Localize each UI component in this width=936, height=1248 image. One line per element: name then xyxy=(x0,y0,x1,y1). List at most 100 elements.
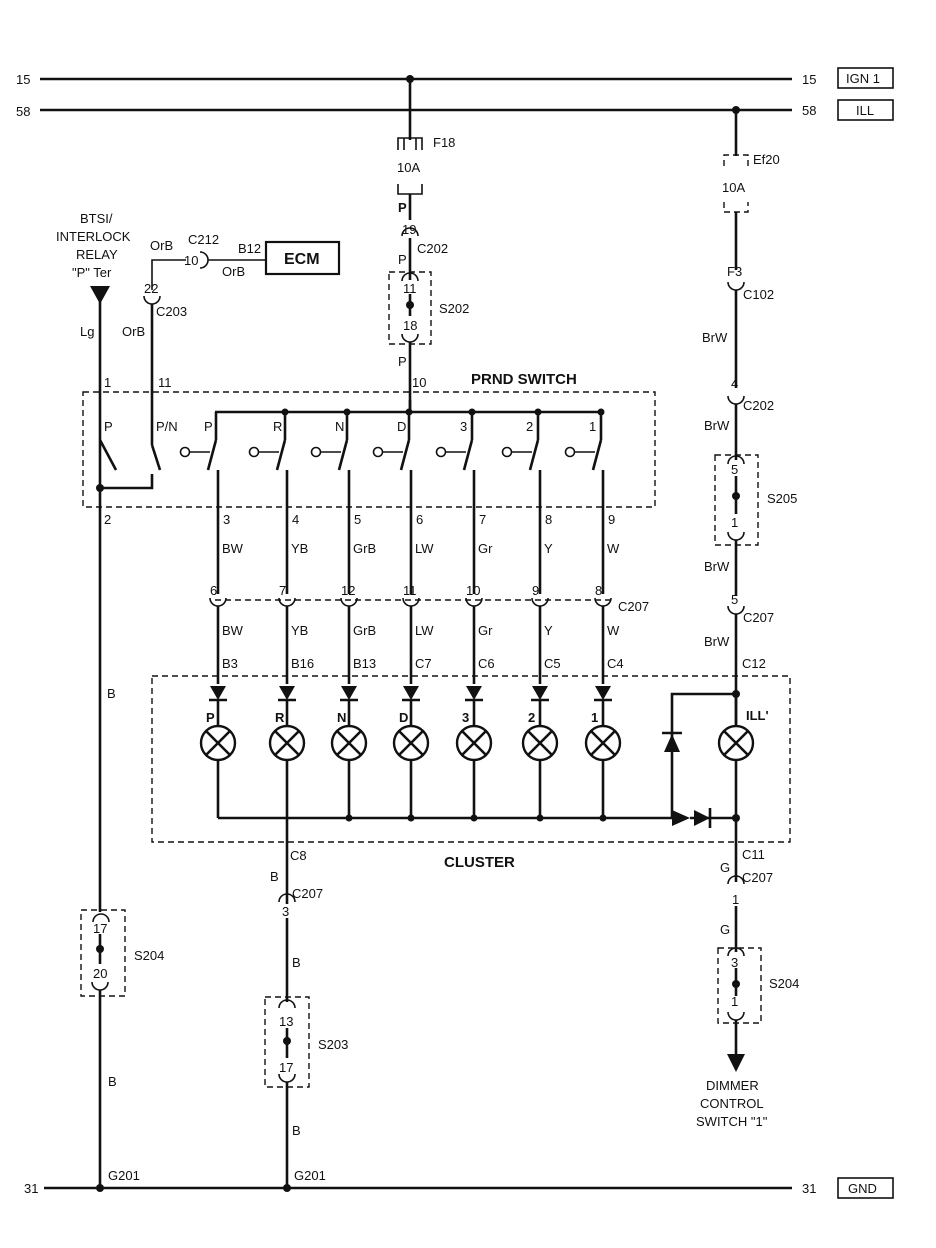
switch-pin: 8 xyxy=(545,512,552,527)
wire-b-ground-2-label: B xyxy=(292,1123,301,1138)
pin-10: 10 xyxy=(412,375,426,390)
lamp-cross xyxy=(336,730,362,756)
conn-pin: 9 xyxy=(532,583,539,598)
s204r-label: S204 xyxy=(769,976,799,991)
splice-dot xyxy=(96,945,104,953)
lamp-label: N xyxy=(337,710,346,725)
relay-label-2: INTERLOCK xyxy=(56,229,131,244)
connector-c202r-icon xyxy=(727,395,745,405)
wire-color-label: BW xyxy=(222,541,244,556)
wire-p-label-3: P xyxy=(398,354,407,369)
g201-label-1: G201 xyxy=(108,1168,140,1183)
s203-label: S203 xyxy=(318,1037,348,1052)
connector-c207-icon xyxy=(209,597,227,607)
prnd-switch-box xyxy=(82,391,656,508)
dimmer-label-1: DIMMER xyxy=(706,1078,759,1093)
connector-c202-icon xyxy=(401,227,419,237)
pin-c8: C8 xyxy=(290,848,307,863)
wire-color-label: Y xyxy=(544,541,553,556)
conn-pin: 12 xyxy=(341,583,355,598)
conn-c202r-label: C202 xyxy=(743,398,774,413)
cluster-pin: C6 xyxy=(478,656,495,671)
conn-c212-label: C212 xyxy=(188,232,219,247)
wire-brw-label-1: BrW xyxy=(702,330,728,345)
pin-19: 19 xyxy=(402,222,416,237)
rail-31-right-label: 31 xyxy=(802,1181,816,1196)
splice-bot-icon xyxy=(401,333,419,343)
pin-1-c207: 1 xyxy=(732,892,739,907)
s203-top-pin: 13 xyxy=(279,1014,293,1029)
pin-c11: C11 xyxy=(742,847,765,862)
connector-c207-icon xyxy=(278,597,296,607)
cluster-pin: C5 xyxy=(544,656,561,671)
conn-c203-label: C203 xyxy=(156,304,187,319)
wire-orb-label-1: OrB xyxy=(150,238,173,253)
diode-icon xyxy=(595,686,611,700)
rail-58-left-label: 58 xyxy=(16,104,30,119)
s204l-bot-pin: 20 xyxy=(93,966,107,981)
connector-c203-icon xyxy=(143,295,161,305)
cluster-title: CLUSTER xyxy=(444,854,515,871)
splice-bot-icon xyxy=(727,1011,745,1021)
lamp-label: 1 xyxy=(591,710,598,725)
s204l-label: S204 xyxy=(134,948,164,963)
switch-contact-icon xyxy=(435,446,447,458)
fuse-f18-icon xyxy=(397,137,423,150)
connector-c207r-icon xyxy=(727,605,745,615)
lamp-label: 3 xyxy=(462,710,469,725)
lamp-cross xyxy=(527,730,553,756)
diode-icon xyxy=(532,686,548,700)
switch-blade-p xyxy=(98,439,118,471)
lamp-label: R xyxy=(275,710,285,725)
splice-dot xyxy=(732,980,740,988)
wire-b-ground-1-label: B xyxy=(108,1074,117,1089)
splice-bot-icon xyxy=(91,981,109,991)
wire-color-label: Gr xyxy=(478,623,493,638)
wire-color-label: GrB xyxy=(353,623,376,638)
wire-b-left-label: B xyxy=(107,686,116,701)
ecm-label: ECM xyxy=(284,251,320,268)
switch-blade xyxy=(528,439,540,471)
rail-15-left-label: 15 xyxy=(16,72,30,87)
pin-f3: F3 xyxy=(727,264,742,279)
lamp-cross xyxy=(590,730,616,756)
splice-top-icon xyxy=(401,272,419,282)
wire-orb-label-2: OrB xyxy=(222,264,245,279)
splice-top-icon xyxy=(92,913,110,923)
relay-terminal-arrow-icon xyxy=(90,286,110,304)
conn-c102-label: C102 xyxy=(743,287,774,302)
ill-lamp-cross xyxy=(723,730,749,756)
diode-icon xyxy=(694,810,710,826)
connector-c102-icon xyxy=(727,281,745,291)
splice-bot-icon xyxy=(278,1073,296,1083)
switch-pos-label: 2 xyxy=(526,419,533,434)
switch-pos-p-left: P xyxy=(104,419,113,434)
splice-s204l-box xyxy=(80,909,126,997)
rail-58-right-label: 58 xyxy=(802,103,816,118)
prnd-columns: P3BW6BWB3PR4YB7YBB16RN5GrB12GrBB13ND6LW1… xyxy=(179,408,624,904)
wire-b-c207-label: B xyxy=(292,955,301,970)
wire-color-label: Y xyxy=(544,623,553,638)
dimmer-label-2: CONTROL xyxy=(700,1096,764,1111)
switch-pin: 5 xyxy=(354,512,361,527)
wire-color-label: GrB xyxy=(353,541,376,556)
conn-c207b-label: C207 xyxy=(742,870,773,885)
cluster-pin: C4 xyxy=(607,656,624,671)
wire-color-label: Gr xyxy=(478,541,493,556)
ill-lamp-label: ILL' xyxy=(746,708,769,723)
switch-pin: 3 xyxy=(223,512,230,527)
wire-g-label-1: G xyxy=(720,860,730,875)
conn-pin: 6 xyxy=(210,583,217,598)
wire-p-label-2: P xyxy=(398,252,407,267)
connector-c212-icon xyxy=(199,251,209,269)
fuse-f18-name: F18 xyxy=(433,135,455,150)
ill-tag: ILL xyxy=(856,103,874,118)
connector-c207-icon xyxy=(465,597,483,607)
conn-c207r-label: C207 xyxy=(743,610,774,625)
switch-blade xyxy=(275,439,287,471)
s203-bot-pin: 17 xyxy=(279,1060,293,1075)
switch-contact-icon xyxy=(564,446,576,458)
wire-color-label: W xyxy=(607,623,620,638)
relay-label-3: RELAY xyxy=(76,247,118,262)
s205-top-pin: 5 xyxy=(731,462,738,477)
